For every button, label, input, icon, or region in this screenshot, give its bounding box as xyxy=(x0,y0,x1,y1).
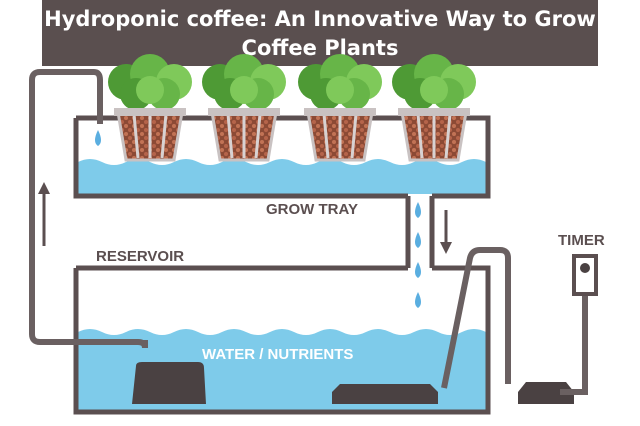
grow-tray-water xyxy=(78,159,486,194)
drain-channel xyxy=(405,196,435,268)
pot-slat xyxy=(322,113,330,159)
pot-rim xyxy=(398,108,470,116)
pot-slat xyxy=(132,113,140,159)
timer-label: TIMER xyxy=(558,232,605,249)
leaf xyxy=(326,76,354,104)
droplet-icon xyxy=(415,292,421,308)
air-pump xyxy=(518,382,574,404)
grow-tray xyxy=(73,115,491,199)
title-banner: Hydroponic coffee: An Innovative Way to … xyxy=(42,0,598,66)
pot-slat xyxy=(160,113,168,159)
droplet-icon xyxy=(415,262,421,278)
page-title: Hydroponic coffee: An Innovative Way to … xyxy=(44,7,596,60)
pot-rim xyxy=(114,108,186,116)
leaf xyxy=(230,76,258,104)
reservoir-label: RESERVOIR xyxy=(96,248,184,265)
grow-tray-label: GROW TRAY xyxy=(266,201,358,218)
pot-slat xyxy=(226,113,234,159)
pot-rim xyxy=(208,108,280,116)
air-pipe xyxy=(441,247,511,389)
droplet-icon xyxy=(415,202,421,218)
down-flow-arrow xyxy=(440,210,452,254)
droplet-icon xyxy=(95,130,101,146)
plants-group xyxy=(108,54,476,162)
pot-slat xyxy=(444,113,452,159)
plant-1 xyxy=(108,54,192,162)
timer-device xyxy=(560,254,598,395)
up-flow-arrow xyxy=(38,182,50,246)
leaf xyxy=(420,76,448,104)
pot-slat xyxy=(350,113,358,159)
air-stone xyxy=(332,384,438,404)
droplet-icon xyxy=(415,232,421,248)
plant-2 xyxy=(202,54,286,162)
plant-4 xyxy=(392,54,476,162)
supply-pipe xyxy=(29,69,148,349)
plant-3 xyxy=(298,54,382,162)
pot-slat xyxy=(254,113,262,159)
water-nutrients-label: WATER / NUTRIENTS xyxy=(202,346,353,363)
pot-rim xyxy=(304,108,376,116)
leaf xyxy=(136,76,164,104)
pot-slat xyxy=(416,113,424,159)
water-pump xyxy=(132,362,206,404)
